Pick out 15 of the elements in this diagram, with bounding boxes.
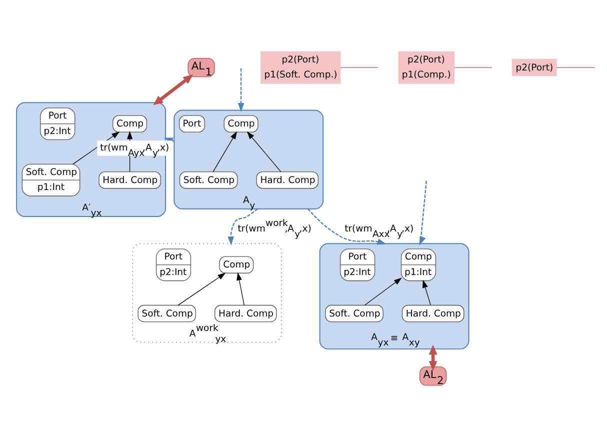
connector	[454, 67, 492, 68]
arrow	[428, 344, 438, 371]
connector	[556, 67, 595, 68]
arrow	[178, 272, 226, 306]
arrow	[153, 74, 194, 106]
arrow	[212, 131, 238, 172]
connector	[340, 67, 378, 68]
arrow	[236, 272, 244, 306]
arrow	[238, 68, 244, 112]
arrow	[422, 280, 431, 306]
arrow	[364, 278, 402, 306]
arrow	[246, 131, 282, 172]
arrow	[308, 208, 386, 245]
arrow	[228, 208, 258, 246]
arrow	[419, 180, 427, 246]
